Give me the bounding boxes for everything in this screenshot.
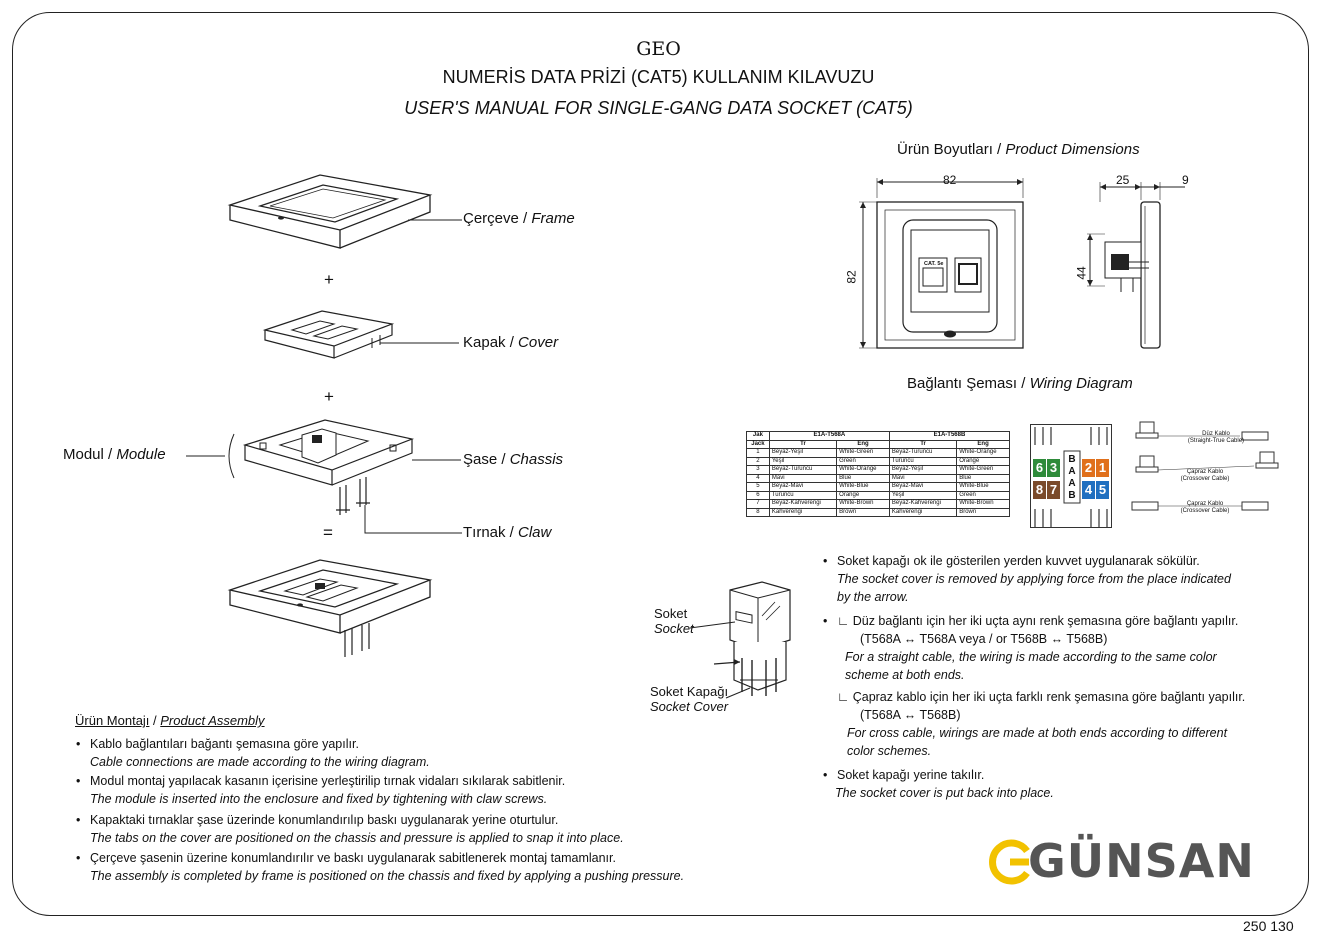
pin-2: 2	[1082, 459, 1095, 477]
plus-2: +	[324, 387, 334, 406]
title-turkish: NUMERİS DATA PRİZİ (CAT5) KULLANIM KILAV…	[442, 67, 875, 87]
title-english: USER'S MANUAL FOR SINGLE-GANG DATA SOCKE…	[404, 98, 913, 118]
assembly-heading: Ürün Montajı / Product Assembly	[75, 713, 265, 728]
claw-label: Tırnak / Claw	[463, 524, 552, 541]
jack-marking: CAT. 5e	[924, 261, 944, 267]
page-border	[12, 12, 1309, 916]
pin-8: 8	[1033, 481, 1046, 499]
pin-7: 7	[1047, 481, 1060, 499]
module-label: Modul / Module	[63, 446, 166, 463]
frame-label: Çerçeve / Frame	[463, 210, 575, 227]
cable-types-drawing	[1131, 421, 1279, 511]
dim-height: 82	[844, 270, 859, 284]
chassis-drawing	[242, 419, 415, 515]
module-leader	[186, 455, 225, 457]
assembly-step-3: Kapaktaki tırnaklar şase üzerinde konuml…	[76, 811, 624, 847]
brand-title: GEO	[636, 38, 681, 60]
dim-depth: 25	[1116, 173, 1130, 187]
gunsan-logo-mark	[989, 839, 1030, 885]
cover-drawing	[262, 310, 395, 359]
assembly-step-4: Çerçeve şasenin üzerine konumlandırılır …	[76, 849, 684, 885]
dim-width: 82	[943, 173, 957, 187]
table-sub: Eng	[956, 439, 1010, 449]
table-group-a: E1A-T568A	[768, 431, 890, 441]
chassis-leader	[412, 459, 461, 461]
table-corner: Jak	[746, 431, 770, 441]
module-bracket	[228, 433, 235, 479]
assembly-step-1: Kablo bağlantıları bağantı şemasına göre…	[76, 735, 430, 771]
pin-1: 1	[1096, 459, 1109, 477]
cover-label: Kapak / Cover	[463, 334, 559, 351]
assembly-step-2: Modul montaj yapılacak kasanın içerisine…	[76, 772, 565, 808]
pin-4: 4	[1082, 481, 1095, 499]
instruction-2: ∟ Düz bağlantı için her iki uçta aynı re…	[823, 612, 1238, 684]
dim-protrusion: 9	[1182, 173, 1189, 187]
pin-5: 5	[1096, 481, 1109, 499]
table-sub: Eng	[836, 439, 890, 449]
socket-leader	[689, 621, 736, 629]
pin-3: 3	[1047, 459, 1060, 477]
wiring-heading: Bağlantı Şeması / Wiring Diagram	[907, 375, 1133, 392]
cover-leader	[380, 342, 459, 344]
table-sub: Tr	[768, 439, 838, 449]
socket-drawing	[713, 581, 791, 696]
document-code: 250 130	[1243, 918, 1294, 934]
frame-drawing	[227, 174, 433, 249]
assembled-drawing	[227, 559, 433, 657]
dimensions-heading: Ürün Boyutları / Product Dimensions	[897, 141, 1140, 158]
cable-type-crossover-2: Çapraz Kablo(Crossover Cable)	[1180, 501, 1230, 514]
instruction-4: Soket kapağı yerine takılır. The socket …	[823, 766, 1054, 802]
pin-6: 6	[1033, 459, 1046, 477]
instruction-3: ∟ Çapraz kablo için her iki uçta farklı …	[837, 690, 1246, 758]
gunsan-logo: GÜNSAN	[1028, 834, 1255, 888]
side-view-drawing	[1087, 182, 1185, 349]
socket-cover-leader	[725, 687, 751, 699]
table-group-b: E1A-T568B	[888, 431, 1011, 441]
instruction-1: Soket kapağı ok ile gösterilen yerden ku…	[823, 552, 1231, 606]
frame-leader	[408, 219, 462, 221]
dim-module-height: 44	[1074, 266, 1089, 280]
cable-type-straight: Düz Kablo(Straight-True Cable)	[1187, 431, 1245, 444]
front-view-drawing	[859, 178, 1024, 349]
table-sub: Tr	[888, 439, 958, 449]
plus-1: +	[324, 270, 334, 289]
wiring-table: Jak E1A-T568A E1A-T568B Jack Tr Eng Tr E…	[746, 431, 1011, 517]
cable-type-crossover-1: Çapraz Kablo(Crossover Cable)	[1180, 469, 1230, 482]
table-corner-2: Jack	[746, 439, 770, 449]
claw-leader	[364, 505, 462, 534]
equals-sign: =	[323, 523, 333, 542]
chassis-label: Şase / Chassis	[463, 451, 564, 468]
